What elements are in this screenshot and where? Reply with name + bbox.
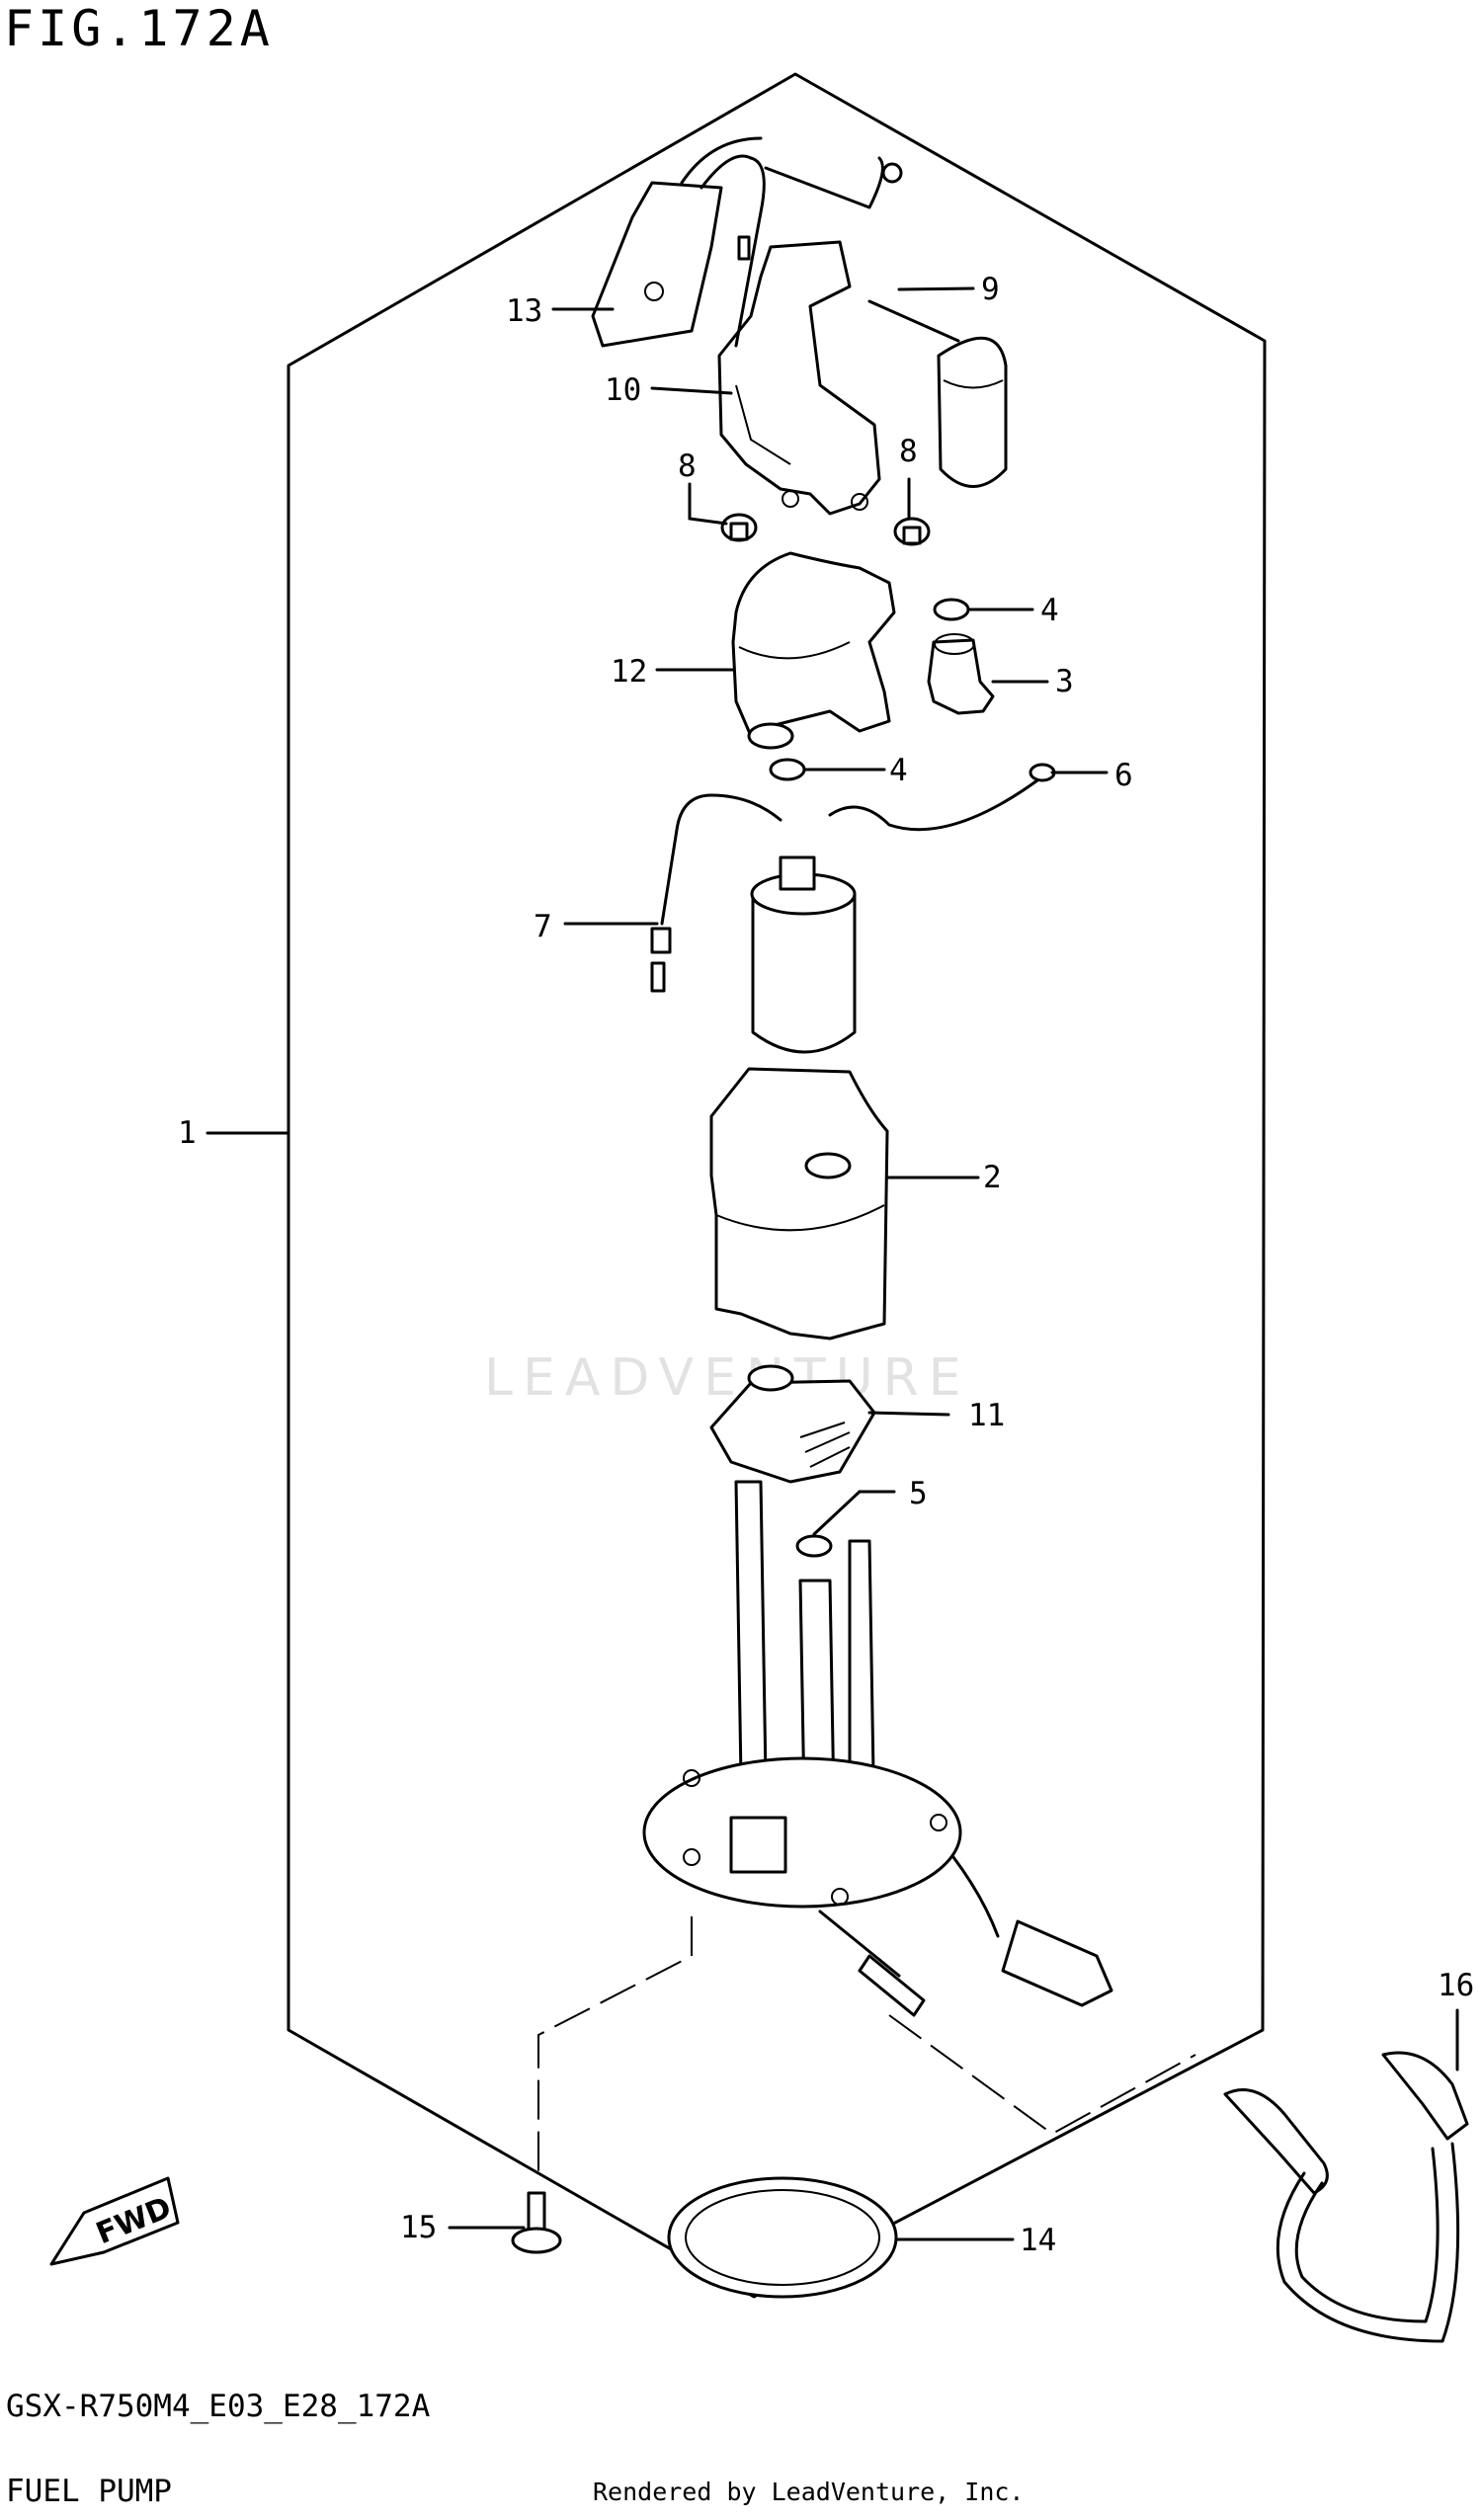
callout-4-upper: 4 — [1040, 593, 1059, 628]
part-fuel-hose[interactable] — [1223, 2051, 1469, 2343]
part-regulator-case[interactable] — [731, 551, 896, 750]
part-o-ring-5[interactable] — [795, 1534, 833, 1558]
figure-title: FIG.172A — [4, 0, 274, 57]
callout-10: 10 — [605, 372, 641, 408]
part-pump-holder[interactable] — [709, 1067, 889, 1341]
part-sender-plate[interactable] — [591, 136, 903, 348]
callout-2: 2 — [983, 1160, 1002, 1195]
part-gasket[interactable] — [667, 2176, 898, 2299]
callout-6: 6 — [1114, 758, 1133, 793]
callout-4-lower: 4 — [889, 753, 908, 788]
callout-5: 5 — [909, 1476, 928, 1511]
part-fuel-pump-motor[interactable] — [750, 855, 857, 1054]
part-wire-6[interactable] — [828, 763, 1056, 832]
leader-lines — [206, 286, 1459, 2241]
page-name: FUEL PUMP — [6, 2474, 172, 2509]
part-bolt[interactable] — [511, 2191, 562, 2254]
callout-3: 3 — [1055, 664, 1074, 699]
callout-7: 7 — [534, 909, 552, 944]
callout-8-left: 8 — [678, 448, 697, 484]
part-screw-right[interactable] — [893, 517, 931, 546]
callout-8-right: 8 — [899, 434, 918, 469]
part-o-ring-upper[interactable] — [933, 598, 970, 621]
assembly-outline — [287, 72, 1267, 2299]
part-outlet-pipe[interactable] — [818, 1910, 926, 2017]
render-credit: Rendered by LeadVenture, Inc. — [593, 2478, 1025, 2506]
part-pressure-regulator[interactable] — [927, 633, 995, 715]
callout-9: 9 — [981, 272, 1000, 307]
callout-13: 13 — [506, 293, 542, 329]
fwd-arrow-icon: FWD — [49, 2176, 180, 2266]
part-screw-left[interactable] — [720, 513, 758, 542]
callout-11: 11 — [968, 1398, 1005, 1433]
part-pump-base[interactable] — [642, 1480, 962, 1909]
model-code: GSX-R750M4_E03_E28_172A — [6, 2389, 431, 2424]
callout-14: 14 — [1020, 2223, 1056, 2258]
part-fuel-filter[interactable] — [709, 1364, 876, 1484]
part-bracket[interactable] — [717, 240, 881, 516]
watermark: LEADVENTURE — [484, 1348, 971, 1408]
callout-15: 15 — [400, 2210, 437, 2245]
callout-16: 16 — [1438, 1968, 1474, 2003]
part-wire-7[interactable] — [650, 793, 782, 993]
part-float[interactable] — [867, 299, 1008, 488]
callout-12: 12 — [611, 654, 647, 690]
part-o-ring-lower[interactable] — [769, 758, 806, 781]
part-harness-connector[interactable] — [951, 1855, 1113, 2007]
callout-1: 1 — [178, 1115, 197, 1151]
